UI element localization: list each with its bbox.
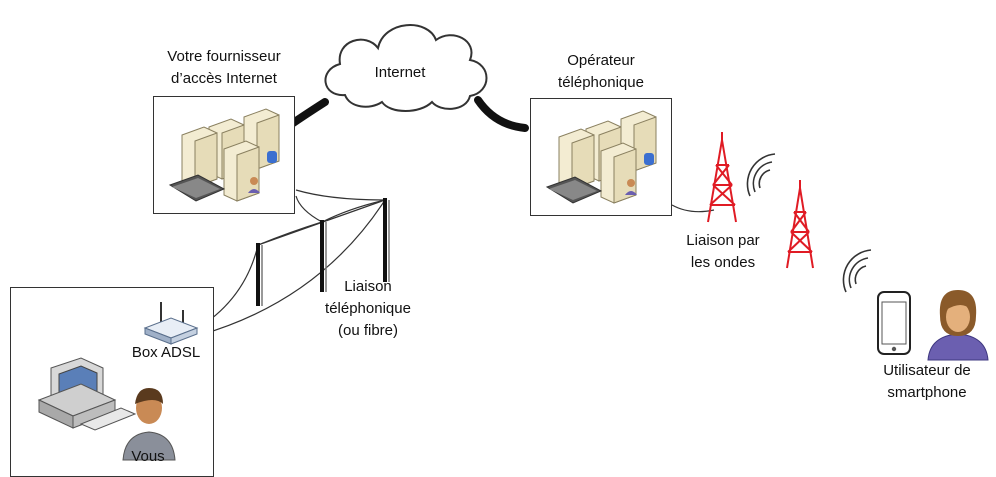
router-icon (143, 302, 199, 345)
smartphone-user-label: Utilisateur de smartphone (860, 360, 994, 404)
operator-label-line2: téléphonique (558, 74, 644, 91)
smartphone-user-label-line1: Utilisateur de (883, 362, 971, 379)
isp-label-line1: Votre fournisseur (167, 48, 281, 65)
server-cluster-icon (168, 108, 280, 202)
operator-frame (530, 98, 672, 216)
operator-label: Opérateur téléphonique (530, 50, 672, 94)
radio-link-label: Liaison par les ondes (668, 230, 778, 274)
radio-link-label-line1: Liaison par (686, 232, 760, 249)
home-frame (10, 287, 214, 477)
phone-line-label-line3: (ou fibre) (337, 322, 399, 339)
phone-line-label-line2: téléphonique (325, 300, 411, 317)
radio-tower-icon (707, 132, 737, 223)
person-icon (927, 290, 989, 361)
server-cluster-icon (545, 110, 657, 204)
pole-icon (256, 198, 387, 306)
operator-label-line1: Opérateur (567, 52, 635, 69)
phone-line-label: Liaison téléphonique (ou fibre) (298, 276, 438, 342)
home-equipment (37, 302, 199, 461)
pole-icon-light (261, 200, 390, 306)
box-adsl-label: Box ADSL (131, 344, 201, 361)
smartphone-user-label-line2: smartphone (887, 384, 967, 401)
wifi-waves-icon (842, 249, 872, 293)
desktop-computer-icon (37, 357, 137, 431)
isp-frame (153, 96, 295, 214)
internet-label: Internet (374, 64, 426, 81)
isp-label-line2: d’accès Internet (171, 70, 277, 87)
radio-tower-icon (786, 180, 814, 269)
you-label: Vous (131, 448, 165, 465)
radio-link-label-line2: les ondes (690, 254, 756, 271)
phone-line-label-line1: Liaison (344, 278, 392, 295)
person-icon (122, 388, 176, 461)
internet-operator-link (474, 96, 529, 132)
smartphone-icon (877, 291, 911, 355)
wifi-waves-icon (746, 153, 776, 197)
cloud-icon (324, 24, 488, 112)
isp-label: Votre fournisseur d’accès Internet (138, 46, 310, 90)
